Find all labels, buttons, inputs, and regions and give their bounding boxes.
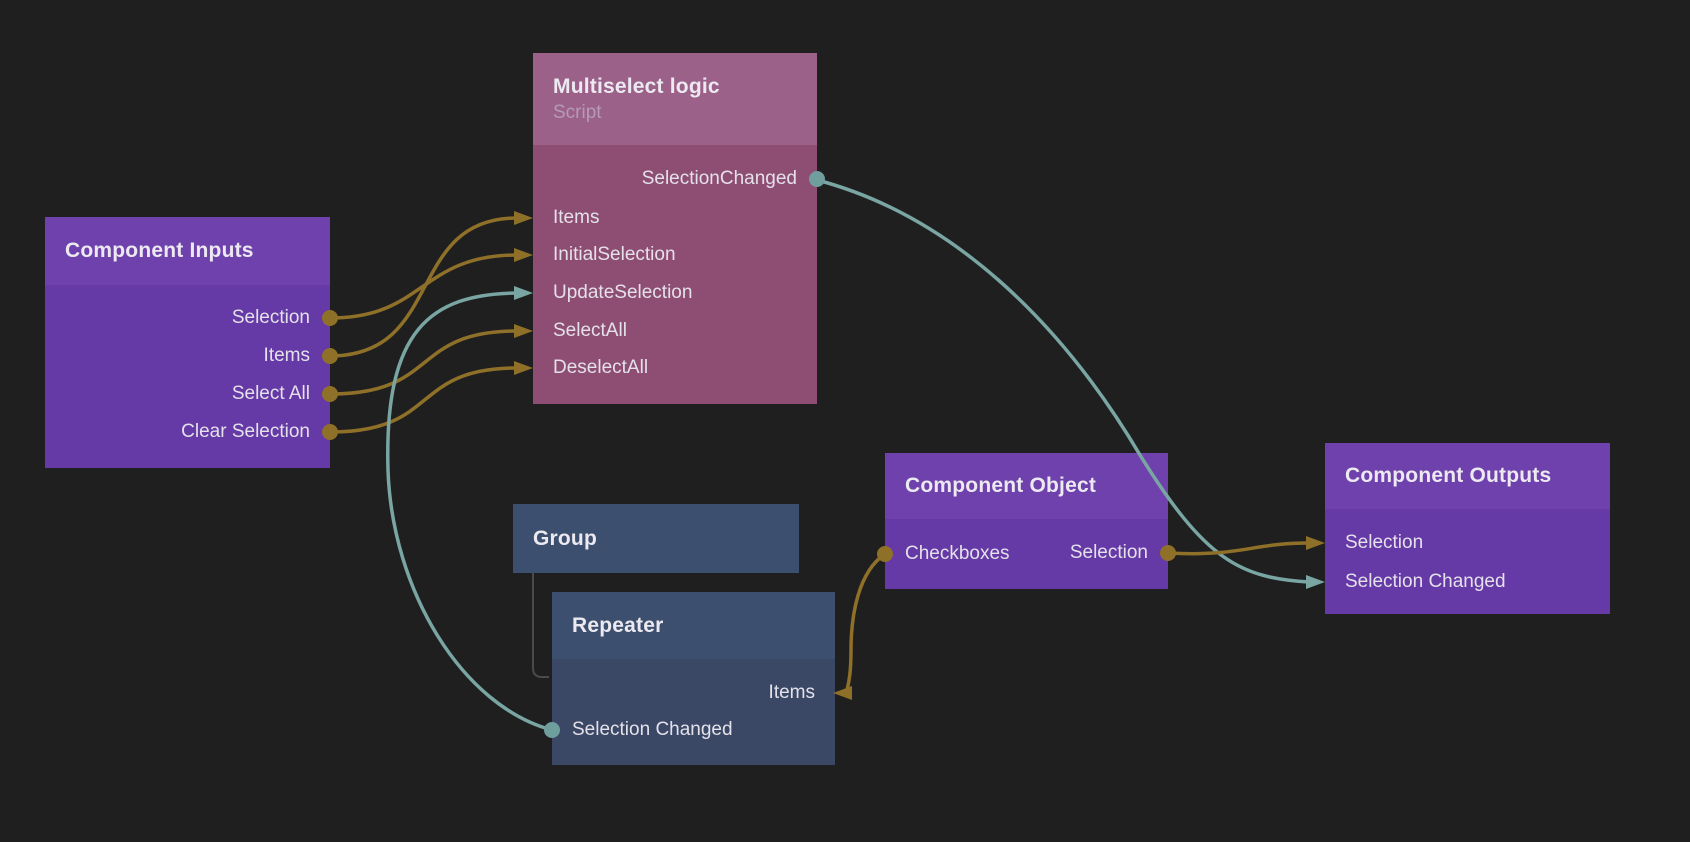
node-title: Component Object (905, 474, 1097, 497)
connection-wire[interactable] (328, 253, 519, 320)
node-header[interactable]: Component Outputs (1325, 443, 1610, 509)
node-header[interactable]: Component Object (885, 453, 1168, 519)
node-title: Component Inputs (65, 239, 254, 262)
port-updateselection[interactable]: UpdateSelection (553, 282, 693, 303)
node-title: Repeater (572, 613, 664, 637)
connection-arrow (833, 686, 852, 700)
port-selectall[interactable]: SelectAll (553, 320, 627, 341)
port-selection[interactable]: Selection (231, 307, 310, 328)
node-header[interactable]: Component Inputs (45, 217, 330, 285)
connection-wire[interactable] (328, 329, 519, 396)
port-clear-selection[interactable]: Clear Selection (181, 421, 310, 442)
port-items[interactable]: Items (553, 207, 600, 228)
connection-arrow (514, 211, 533, 225)
port-selection-changed[interactable]: Selection Changed (572, 719, 733, 740)
port-items[interactable]: Items (768, 682, 815, 703)
port-selection-changed[interactable]: Selection Changed (1345, 571, 1506, 592)
connection-arrow (1306, 536, 1325, 550)
node-header[interactable]: Group (513, 504, 799, 573)
connection-arrow (514, 361, 533, 375)
connection-wire[interactable] (328, 366, 519, 434)
connection-arrow (514, 324, 533, 338)
port-checkboxes[interactable]: Checkboxes (905, 543, 1010, 564)
node-title: Component Outputs (1345, 464, 1552, 487)
node-title: Group (533, 526, 597, 550)
node-group[interactable]: Group (513, 504, 799, 573)
connection-wire[interactable] (845, 552, 887, 692)
port-initialselection[interactable]: InitialSelection (553, 244, 676, 265)
node-title: Multiselect logic (553, 74, 720, 98)
port-selection[interactable]: Selection (1345, 532, 1424, 553)
connection-wire[interactable] (1166, 541, 1311, 556)
port-items[interactable]: Items (263, 345, 310, 366)
connection-wire[interactable] (328, 216, 519, 358)
connection-arrow (514, 248, 533, 262)
connection-arrow (1306, 575, 1325, 589)
port-selectionchanged[interactable]: SelectionChanged (641, 168, 797, 189)
node-header[interactable]: Repeater (552, 592, 835, 659)
port-deselectall[interactable]: DeselectAll (553, 357, 649, 378)
parent-child-link (532, 573, 549, 678)
port-select-all[interactable]: Select All (231, 383, 310, 404)
node-subtitle: Script (553, 101, 602, 123)
port-selection[interactable]: Selection (1069, 542, 1148, 563)
connection-arrow (514, 286, 533, 300)
